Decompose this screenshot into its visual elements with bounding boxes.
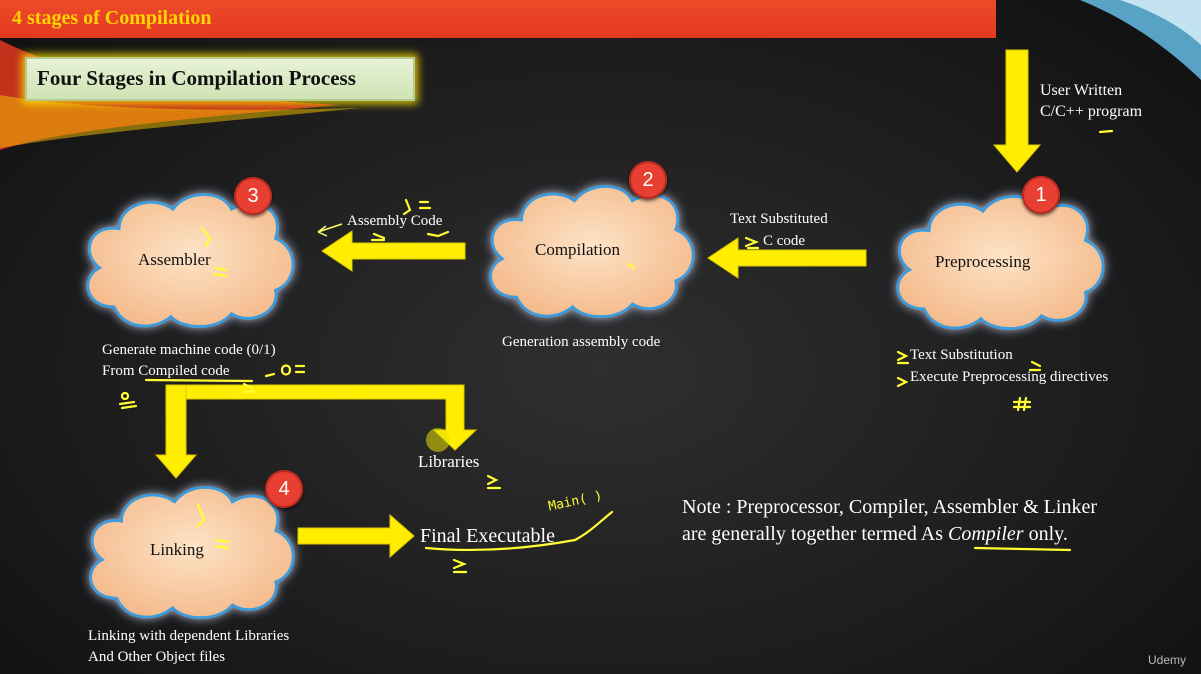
arrow-preprocessing-to-compilation [707, 237, 867, 279]
ink-mark-compiled-2 [264, 364, 306, 378]
stage-label-linking: Linking [150, 540, 204, 559]
stage-badge-3: 3 [234, 177, 272, 215]
decor-swoosh-right-2 [1120, 0, 1201, 45]
input-label-line2: C/C++ program [1040, 103, 1143, 120]
arrow-compilation-to-assembler [321, 230, 466, 272]
ink-mark-final-1 [452, 558, 468, 574]
text-substituted-line1: Text Substituted [730, 211, 828, 227]
ink-mark-left-zero [118, 391, 138, 410]
assembly-code-label: Assembly Code [347, 213, 443, 229]
ink-hash [1012, 396, 1032, 412]
ink-arrow-assembly [317, 223, 343, 237]
assembler-desc-line2: From Compiled code [102, 363, 230, 379]
ink-mark-preproc-3 [1028, 360, 1042, 372]
stage-badge-2: 2 [629, 161, 667, 199]
stage-badge-4: 4 [265, 470, 303, 508]
ink-mark-assembly-2 [426, 230, 450, 238]
title-bar: 4 stages of Compilation [0, 0, 996, 38]
ink-underline-program [1098, 129, 1114, 134]
preprocessing-desc-line2: Execute Preprocessing directives [910, 369, 1109, 385]
ink-mark-preproc-2 [896, 376, 909, 388]
heading-text: Four Stages in Compilation Process [37, 66, 356, 90]
linking-desc-line2: And Other Object files [88, 649, 226, 665]
final-executable-label: Final Executable [420, 525, 555, 547]
libraries-label: Libraries [418, 452, 480, 471]
stage-label-assembler: Assembler [138, 250, 211, 269]
ink-mark-linking-cloud [196, 503, 230, 550]
decor-swoosh-left-glow [0, 95, 360, 148]
arrow-input-to-preprocessing [992, 49, 1042, 173]
ink-mark-compilation-cloud [626, 262, 636, 270]
ink-mark-assembly-3 [402, 198, 432, 216]
title-text: 4 stages of Compilation [12, 7, 212, 29]
ink-mark-text-substituted [744, 236, 760, 250]
compilation-desc: Generation assembly code [502, 334, 661, 350]
text-substituted-line2: C code [763, 233, 806, 249]
heading-box: Four Stages in Compilation Process [25, 57, 415, 101]
udemy-watermark: Udemy [1148, 653, 1187, 667]
stage-label-preprocessing: Preprocessing [935, 252, 1031, 271]
ink-mark-compiled-1 [242, 382, 256, 394]
ink-mark-preproc-1 [896, 350, 910, 365]
ink-underline-final [424, 510, 614, 552]
ink-underline-compiler [973, 546, 1072, 552]
assembler-desc-line1: Generate machine code (0/1) [102, 342, 276, 358]
ink-mark-assembly-1 [370, 232, 386, 242]
linking-desc-line1: Linking with dependent Libraries [88, 628, 290, 644]
note-line2-emph: Compiler [948, 523, 1024, 545]
ink-mark-libraries [486, 474, 502, 490]
preprocessing-desc-line1: Text Substitution [910, 347, 1013, 363]
note-line2: are generally together termed As Compile… [682, 523, 1068, 546]
ink-annotations [118, 129, 1114, 574]
note-line2-before: are generally together termed As [682, 523, 948, 545]
note-line2-after: only. [1023, 523, 1068, 545]
arrow-linking-to-final [297, 513, 415, 559]
ink-mark-assembler-cloud [200, 226, 228, 278]
stage-badge-1: 1 [1022, 176, 1060, 214]
input-label-line1: User Written [1040, 82, 1123, 99]
cursor-highlight [426, 428, 450, 452]
note-line1: Note : Preprocessor, Compiler, Assembler… [682, 496, 1097, 518]
ink-underline-compiled [144, 378, 254, 383]
stage-label-compilation: Compilation [535, 240, 620, 259]
